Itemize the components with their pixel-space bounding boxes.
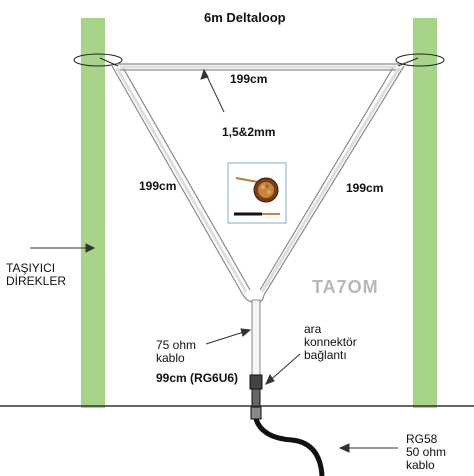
left-mast-rope xyxy=(73,53,123,67)
delta-loop-shade xyxy=(115,65,401,293)
top-length-label: 199cm xyxy=(230,72,267,86)
diagram-title: 6m Deltaloop xyxy=(204,10,286,25)
rg58-label-line2: 50 ohm xyxy=(406,445,446,459)
connector-label-line3: bağlantı xyxy=(304,348,347,362)
connector xyxy=(249,374,263,390)
left-rope-line xyxy=(99,57,119,67)
connector-label-line2: konnektör xyxy=(304,335,357,349)
cable75-label-line2: kablo xyxy=(156,351,185,365)
connector-base xyxy=(250,406,262,420)
rg58-label-line1: RG58 xyxy=(406,432,438,446)
connector-label-line1: ara xyxy=(304,322,322,336)
rg58-cable xyxy=(253,418,325,476)
cable75-length-label: 99cm (RG6U6) xyxy=(156,371,238,385)
right-rope-line xyxy=(397,57,419,67)
right-length-label: 199cm xyxy=(346,181,383,195)
support-label-line2: DİREKLER xyxy=(6,274,66,288)
wire-size-label: 1,5&2mm xyxy=(222,125,275,139)
connector-nut xyxy=(251,388,261,408)
arrows xyxy=(30,68,398,453)
left-mast xyxy=(81,18,105,408)
support-label-line1: TAŞIYICI xyxy=(6,261,55,275)
right-mast-rope xyxy=(395,53,445,67)
right-mast xyxy=(413,18,437,408)
cable75-label-line1: 75 ohm xyxy=(156,338,196,352)
rg58-label-line3: kablo xyxy=(406,458,435,472)
copper-wire-icon xyxy=(235,177,279,203)
left-length-label: 199cm xyxy=(139,179,176,193)
coax-75ohm xyxy=(251,299,261,376)
delta-loop-wire xyxy=(111,63,405,296)
watermark-label: TA7OM xyxy=(312,277,379,297)
